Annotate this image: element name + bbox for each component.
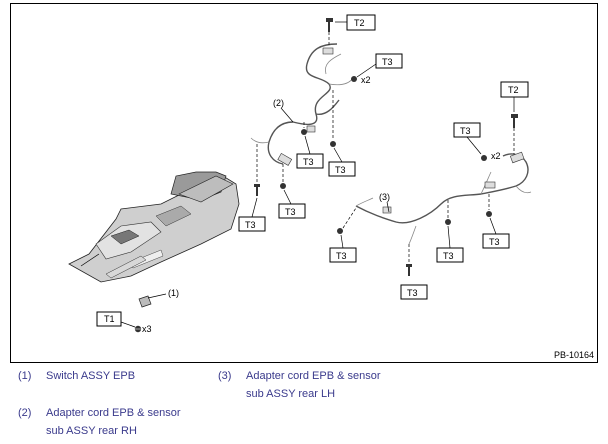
torque-label-t3-b: T3	[335, 165, 346, 175]
torque-label-t3-a: T3	[382, 57, 393, 67]
center-console-illustration	[68, 171, 240, 283]
torque-label-t1: T1	[104, 314, 115, 324]
bolt-t3-g-icon	[486, 211, 492, 217]
callout-3: (3)	[379, 192, 390, 202]
bolt-t3-x2-icon	[351, 76, 357, 82]
harness-lh-illustration	[355, 151, 532, 245]
torque-label-t3-f: T3	[460, 126, 471, 136]
bolt-t2-top-icon	[326, 18, 333, 32]
legend-text: Adapter cord EPB & sensor sub ASSY rear R…	[46, 404, 181, 440]
bolt-t3-j-icon	[406, 264, 412, 276]
diagram-frame: (1) T1 x3 (2) (3) T2	[10, 3, 598, 363]
legend-number: (1)	[18, 370, 32, 382]
bolt-t1-icon	[134, 325, 142, 333]
bolt-t3-i-icon	[337, 228, 343, 234]
torque-box-t3-a	[375, 53, 403, 69]
callout-1: (1)	[168, 288, 179, 298]
bolt-t3-d-icon	[254, 184, 260, 196]
legend-number: (2)	[18, 407, 32, 419]
quantity-x3: x3	[142, 324, 152, 334]
bolt-t3-e-icon	[280, 183, 286, 189]
legend-item-2: (2) Adapter cord EPB & sensor sub ASSY rea…	[18, 404, 181, 440]
torque-label-t3-j: T3	[407, 288, 418, 298]
torque-label-t2-top: T2	[354, 18, 365, 28]
legend-text-line1: Adapter cord EPB & sensor	[246, 370, 381, 382]
torque-label-t3-g: T3	[489, 237, 500, 247]
quantity-x2-b: x2	[491, 151, 501, 161]
harness-rh-illustration	[250, 43, 354, 166]
torque-box-t1	[96, 311, 122, 327]
legend-text: Switch ASSY EPB	[46, 370, 136, 382]
legend-item-1: (1) Switch ASSY EPB	[18, 367, 135, 385]
torque-box-t3-j	[400, 284, 428, 300]
bolt-t3-b-icon	[330, 141, 336, 147]
bolt-t3-x2-right-icon	[481, 155, 487, 161]
legend-text-line2: sub ASSY rear RH	[46, 425, 137, 437]
torque-label-t3-i: T3	[336, 251, 347, 261]
torque-label-t3-d: T3	[245, 220, 256, 230]
bolt-t3-h-icon	[445, 219, 451, 225]
legend-number: (3)	[218, 370, 232, 382]
torque-box-t2-right	[500, 81, 529, 98]
legend-text: Adapter cord EPB & sensor sub ASSY rear L…	[246, 367, 381, 403]
switch-assy-epb-part	[138, 293, 167, 308]
torque-label-t3-e: T3	[285, 207, 296, 217]
figure-code: PB-10164	[553, 350, 594, 360]
bolt-t3-c-icon	[301, 129, 307, 135]
callout-2: (2)	[273, 98, 284, 108]
torque-label-t3-h: T3	[443, 251, 454, 261]
torque-label-t2-right: T2	[508, 85, 519, 95]
torque-label-t3-c: T3	[303, 157, 314, 167]
quantity-x2-a: x2	[361, 75, 371, 85]
legend-item-3: (3) Adapter cord EPB & sensor sub ASSY rea…	[218, 367, 381, 403]
bolt-t2-right-icon	[511, 114, 518, 128]
legend-text-line2: sub ASSY rear LH	[246, 388, 336, 400]
legend-text-line1: Adapter cord EPB & sensor	[46, 407, 181, 419]
torque-box-t2-top	[346, 14, 376, 31]
torque-box-t3-e	[278, 203, 306, 219]
parts-diagram: (1) T1 x3 (2) (3) T2	[68, 14, 532, 334]
